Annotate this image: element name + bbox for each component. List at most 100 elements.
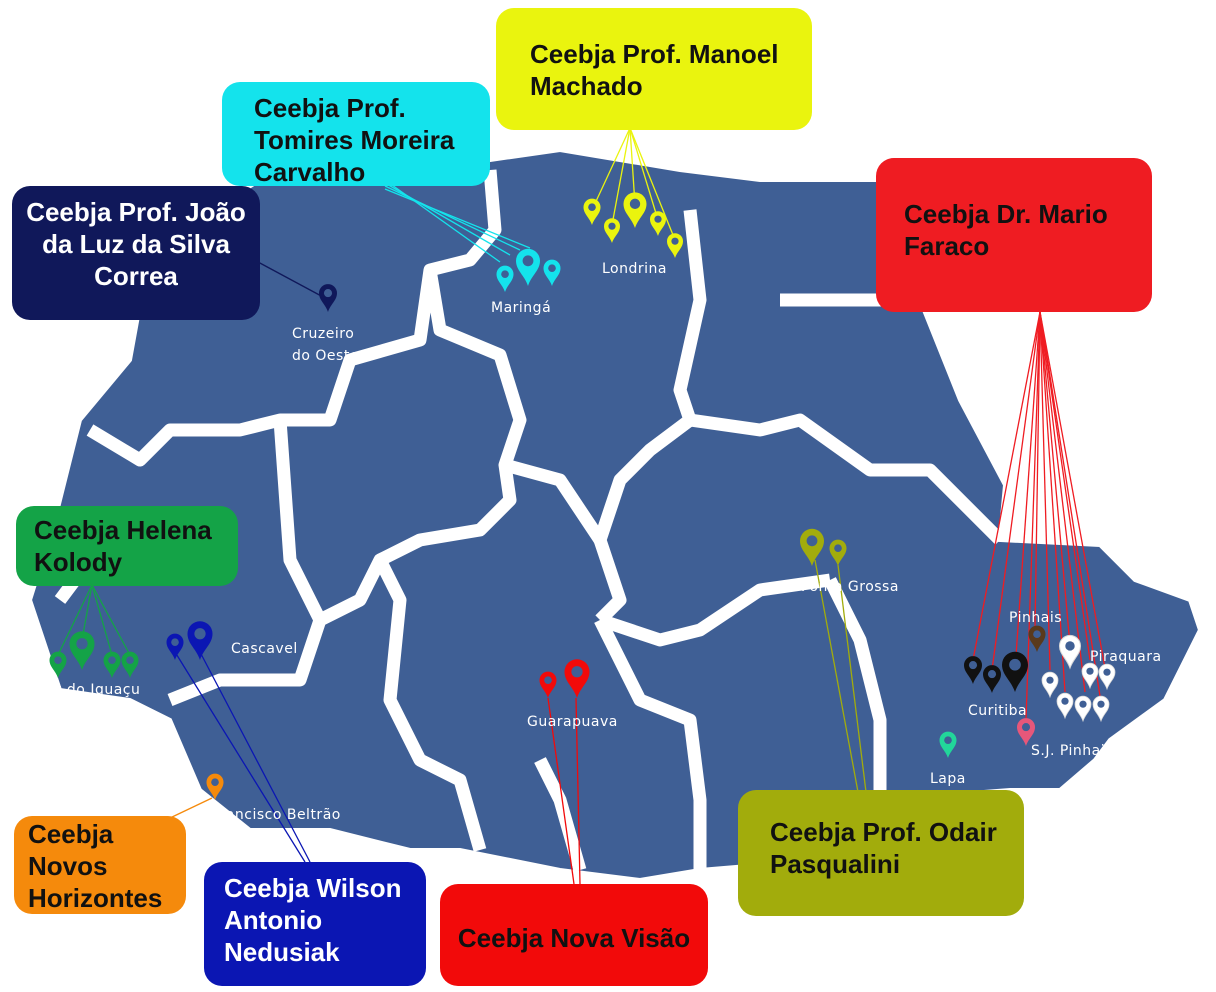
city-maringa: Maringá bbox=[491, 300, 551, 316]
map-pin-icon bbox=[1092, 695, 1110, 723]
map-pin-icon bbox=[1028, 625, 1046, 652]
connector-line bbox=[629, 127, 636, 206]
connector-line bbox=[591, 127, 631, 211]
map-pin-icon bbox=[604, 218, 620, 243]
label-ceebja-wilson-nedusiak: Ceebja Wilson Antonio Nedusiak bbox=[204, 862, 426, 986]
region-border bbox=[273, 419, 326, 623]
connector-line bbox=[1039, 311, 1086, 693]
pins-layer bbox=[49, 192, 1116, 800]
connector-line bbox=[91, 584, 131, 656]
connector-line bbox=[991, 311, 1041, 671]
map-pin-icon bbox=[583, 198, 601, 225]
city-pinhais: Pinhais bbox=[1009, 610, 1062, 626]
label-ceebja-helena-kolody: Ceebja Helena Kolody bbox=[16, 506, 238, 586]
city-guarapuava: Guarapuava bbox=[527, 714, 618, 730]
map-pin-icon bbox=[496, 265, 514, 292]
map-pin-icon bbox=[564, 659, 590, 698]
map-pin-icon bbox=[539, 671, 557, 698]
region-border bbox=[503, 458, 606, 544]
map-pin-icon bbox=[543, 259, 561, 286]
map-pin-icon bbox=[121, 651, 139, 678]
map-pin-icon bbox=[667, 233, 683, 258]
map-pin-icon bbox=[623, 192, 647, 228]
connector-line bbox=[169, 797, 213, 819]
city-cruzeiro-line1: Cruzeiro bbox=[292, 326, 354, 342]
map-pin-icon bbox=[1056, 692, 1074, 720]
region-border bbox=[597, 573, 831, 647]
map-pin-icon bbox=[1058, 635, 1082, 670]
map-pin-icon bbox=[166, 633, 184, 660]
connector-line bbox=[1014, 311, 1041, 671]
label-ceebja-manoel-machado: Ceebja Prof. Manoel Machado bbox=[496, 8, 812, 130]
map-pin-icon bbox=[1074, 695, 1092, 723]
region-border bbox=[689, 413, 1005, 545]
map-pin-icon bbox=[1098, 663, 1116, 691]
map-pin-icon bbox=[516, 248, 540, 286]
connector-line bbox=[1034, 311, 1041, 631]
connector-line bbox=[1039, 311, 1101, 697]
connector-line bbox=[837, 564, 867, 793]
connector-line bbox=[1039, 311, 1071, 646]
map-pin-icon bbox=[964, 656, 982, 684]
map-pin-icon bbox=[983, 665, 1001, 693]
map-pin-icon bbox=[1017, 718, 1035, 746]
connector-line bbox=[57, 584, 93, 656]
connector-line bbox=[1039, 311, 1051, 671]
connector-lines bbox=[57, 127, 1106, 885]
map-pin-icon bbox=[319, 284, 337, 312]
connector-line bbox=[199, 651, 311, 863]
city-piraquara: Piraquara bbox=[1090, 649, 1162, 665]
label-ceebja-joao-da-luz: Ceebja Prof. João da Luz da Silva Correa bbox=[12, 186, 260, 320]
region-border bbox=[534, 757, 587, 872]
map-pin-icon bbox=[69, 631, 95, 670]
connector-line bbox=[384, 182, 511, 256]
map-pin-icon bbox=[187, 621, 213, 660]
city-francisco-beltrao: Francisco Beltrão bbox=[212, 807, 341, 823]
city-cascavel: Cascavel bbox=[231, 641, 298, 657]
city-ponta-grossa: Ponta Grossa bbox=[801, 579, 899, 595]
city-sj-pinhais: S.J. Pinhais bbox=[1031, 743, 1113, 759]
map-pin-icon bbox=[829, 539, 847, 566]
region-border bbox=[167, 268, 527, 707]
city-londrina: Londrina bbox=[602, 261, 667, 277]
city-lapa: Lapa bbox=[930, 771, 966, 787]
map-pin-icon bbox=[103, 651, 121, 678]
map-pin-icon bbox=[1081, 662, 1099, 690]
connector-line bbox=[384, 185, 521, 251]
region-border bbox=[86, 169, 502, 467]
region-border bbox=[594, 617, 707, 870]
connector-line bbox=[1039, 311, 1066, 693]
map-pin-icon bbox=[800, 528, 824, 566]
region-border bbox=[593, 209, 707, 625]
label-ceebja-odair-pasqualini: Ceebja Prof. Odair Pasqualini bbox=[738, 790, 1024, 916]
region-border bbox=[824, 577, 887, 800]
map-pin-icon bbox=[49, 651, 67, 678]
connector-line bbox=[611, 127, 631, 226]
connector-line bbox=[547, 697, 575, 885]
map-pin-icon bbox=[939, 731, 957, 758]
connector-line bbox=[81, 584, 93, 641]
map-pin-icon bbox=[650, 211, 666, 236]
connector-line bbox=[629, 127, 676, 241]
map-pin-icon bbox=[206, 773, 224, 800]
connector-line bbox=[257, 261, 326, 299]
city-foz: Foz do Iguaçu bbox=[37, 682, 140, 698]
city-cruzeiro-line2: do Oeste bbox=[292, 348, 359, 364]
connector-line bbox=[384, 188, 531, 249]
map-pin-icon bbox=[1002, 651, 1028, 692]
connector-line bbox=[972, 311, 1041, 661]
map-pin-icon bbox=[1041, 671, 1059, 699]
connector-line bbox=[1039, 311, 1091, 661]
region-borders bbox=[54, 169, 1005, 872]
connector-line bbox=[629, 127, 659, 221]
region-border bbox=[374, 557, 487, 852]
label-ceebja-mario-faraco: Ceebja Dr. Mario Faraco bbox=[876, 158, 1152, 312]
connector-line bbox=[1025, 311, 1041, 721]
connector-line bbox=[575, 697, 581, 885]
label-ceebja-tomires: Ceebja Prof. Tomires Moreira Carvalho bbox=[222, 82, 490, 187]
label-ceebja-nova-visao: Ceebja Nova Visão bbox=[440, 884, 708, 986]
connector-line bbox=[91, 584, 113, 656]
connector-line bbox=[814, 559, 859, 793]
label-ceebja-novos-horizontes: Ceebja Novos Horizontes bbox=[14, 816, 186, 914]
